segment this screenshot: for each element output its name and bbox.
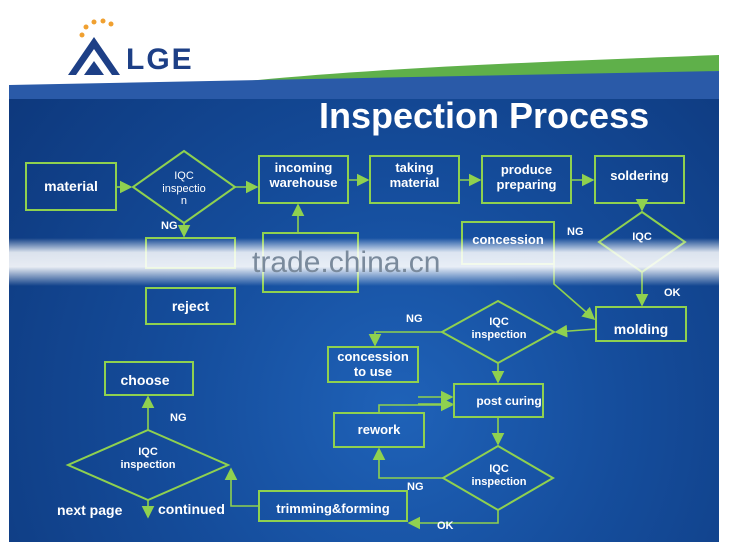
incoming-warehouse-label: incoming warehouse: [269, 160, 338, 190]
rework-label: rework: [357, 421, 401, 437]
continued-label: continued: [158, 501, 225, 517]
soldering-label: soldering: [610, 167, 669, 183]
watermark: trade.china.cn: [252, 246, 441, 279]
reject-box: [145, 287, 236, 325]
edge-label-ng-iqc4: NG: [407, 481, 424, 493]
edge-label-ng-soldering: NG: [567, 226, 584, 238]
watermark-band: [0, 238, 729, 286]
iqc-1-label: IQC inspectio n: [162, 170, 206, 208]
flowchart: [25, 149, 687, 530]
edge-label-ng-choose: NG: [170, 412, 187, 424]
molding-label: molding: [613, 320, 669, 337]
produce-preparing-label: produce preparing: [496, 162, 557, 192]
iqc-4-label: IQC inspection: [471, 463, 527, 488]
taking-material-label: taking material: [389, 160, 440, 190]
post-curing-label: post curing: [476, 394, 542, 409]
reject-label: reject: [171, 297, 210, 314]
edge-label-ok-soldering: OK: [664, 287, 681, 299]
logo-mark-icon: [68, 18, 120, 75]
header: LGE: [9, 9, 719, 99]
concession-to-use-label: concession to use: [337, 348, 409, 379]
logo-text: LGE: [126, 43, 194, 76]
edge-label-ng-iqc3: NG: [406, 313, 423, 325]
page-title: Inspection Process: [319, 95, 650, 136]
material-label: material: [44, 178, 98, 195]
iqc-5-label: IQC inspection: [120, 446, 176, 471]
edge-label-ng-iqc1: NG: [161, 220, 178, 232]
concession-to-use-box: [327, 346, 419, 383]
header-swoosh: [9, 55, 719, 99]
molding-box: [595, 306, 687, 342]
choose-label: choose: [120, 371, 170, 388]
next-page-label: next page: [57, 502, 123, 518]
iqc-3-label: IQC inspection: [471, 316, 527, 341]
edge-label-ok-iqc4: OK: [437, 520, 454, 532]
choose-box: [104, 361, 194, 396]
trimming-forming-label: trimming&forming: [276, 500, 390, 516]
